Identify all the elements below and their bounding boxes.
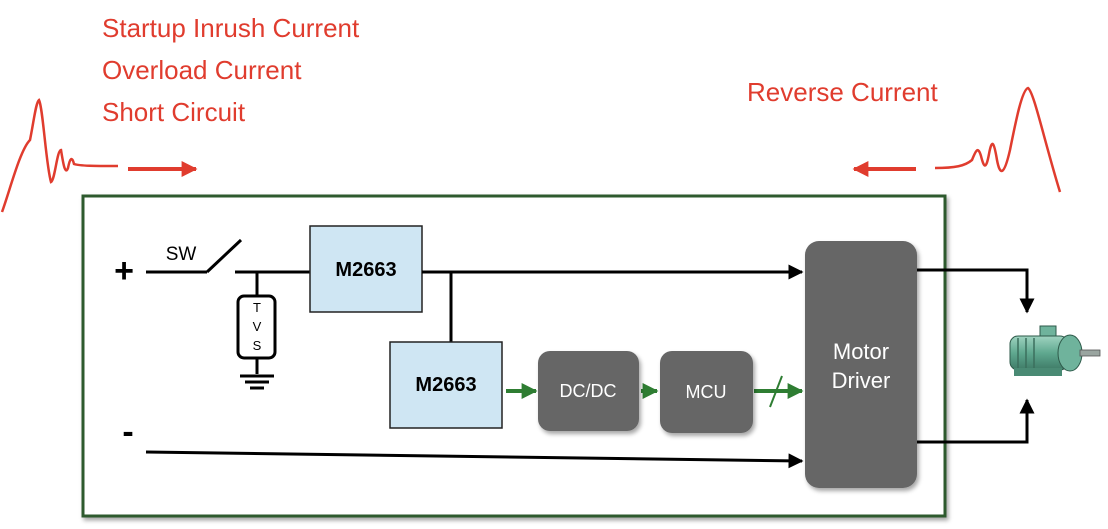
ground-rail-arrow <box>145 450 804 469</box>
inrush-waveform-icon <box>0 98 119 213</box>
m2663-bottom-label: M2663 <box>415 374 476 396</box>
startup-inrush-label: Startup Inrush Current <box>102 13 360 43</box>
dcdc-label: DC/DC <box>560 381 617 401</box>
tvs-letter-t: T <box>253 300 261 315</box>
tvs-letter-v: V <box>253 319 262 334</box>
reverse-current-label: Reverse Current <box>747 77 938 107</box>
motor-driver-label-line1: Motor <box>833 339 889 364</box>
ground-icon <box>240 374 274 390</box>
m2663-top-block[interactable] <box>309 225 423 313</box>
tvs-letter-s: S <box>253 338 262 353</box>
driver-output-top-arrow <box>917 268 1035 314</box>
motor-driver-label-line2: Driver <box>832 368 891 393</box>
switch-icon[interactable] <box>205 238 243 274</box>
minus-terminal: - <box>122 413 133 451</box>
m2663-bottom-block[interactable] <box>389 341 503 429</box>
overload-current-label: Overload Current <box>102 55 302 85</box>
m2663-top-label: M2663 <box>335 259 396 281</box>
mcu-block[interactable] <box>660 351 753 433</box>
bus-slash <box>769 375 783 408</box>
driver-output-bottom-arrow <box>917 398 1035 444</box>
short-circuit-label: Short Circuit <box>102 97 246 127</box>
motor-driver-block[interactable] <box>805 241 917 488</box>
mcu-label: MCU <box>686 382 727 402</box>
dcdc-block[interactable] <box>538 351 639 431</box>
reverse-waveform-icon <box>934 86 1062 193</box>
switch-label: SW <box>166 244 197 265</box>
plus-terminal: + <box>114 252 134 290</box>
electric-motor-icon[interactable] <box>1003 320 1103 386</box>
